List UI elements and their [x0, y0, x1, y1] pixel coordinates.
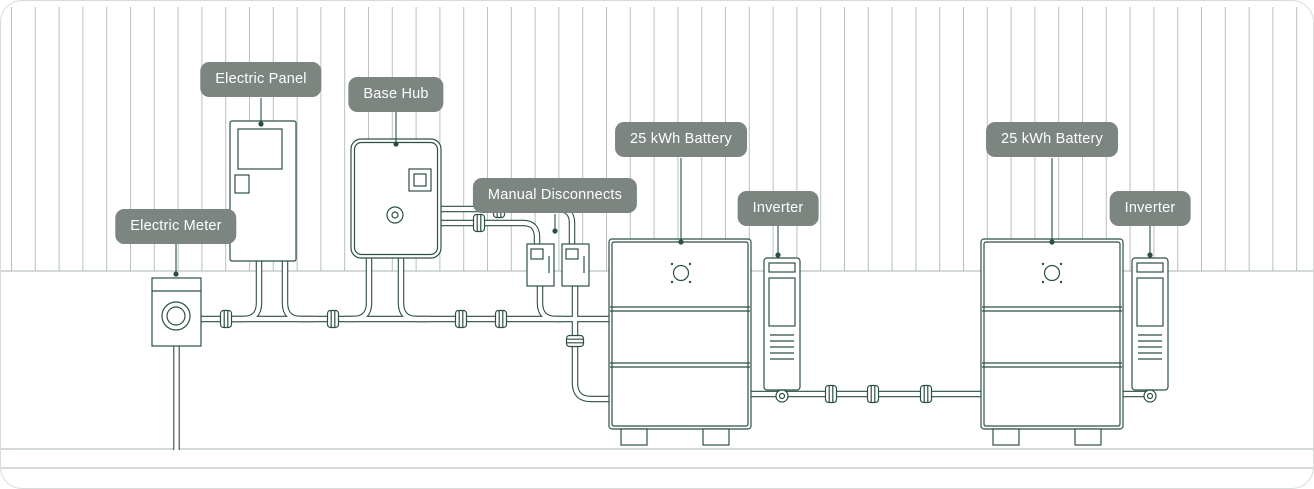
label-manual-disconnects: Manual Disconnects: [472, 178, 638, 213]
label-inverter-1: Inverter: [737, 191, 819, 226]
hub-knockout-icon: [386, 206, 404, 224]
label-battery-2: 25 kWh Battery: [986, 122, 1118, 157]
label-base-hub: Base Hub: [348, 77, 444, 112]
label-battery-1: 25 kWh Battery: [615, 122, 747, 157]
inverter-junction-icon: [775, 389, 789, 403]
label-inverter-2: Inverter: [1109, 191, 1191, 226]
inverter-1-drawing: [763, 257, 801, 403]
electric-meter-drawing: [151, 277, 202, 347]
manual-disconnects-drawing: [526, 243, 590, 287]
meter-dial-icon: [161, 301, 191, 331]
base-hub-drawing: [350, 138, 442, 259]
ground-lines: [1, 448, 1313, 469]
label-electric-panel: Electric Panel: [200, 62, 322, 97]
battery-logo-icon: [670, 262, 692, 284]
label-leaders: [173, 98, 1153, 277]
inverter-2-drawing: [1131, 257, 1169, 403]
label-electric-meter: Electric Meter: [115, 209, 237, 244]
inverter-junction-icon: [1143, 389, 1157, 403]
electric-panel-drawing: [229, 120, 297, 262]
battery-2-drawing: [980, 238, 1124, 446]
battery-1-drawing: [608, 238, 752, 446]
battery-logo-icon: [1041, 262, 1063, 284]
